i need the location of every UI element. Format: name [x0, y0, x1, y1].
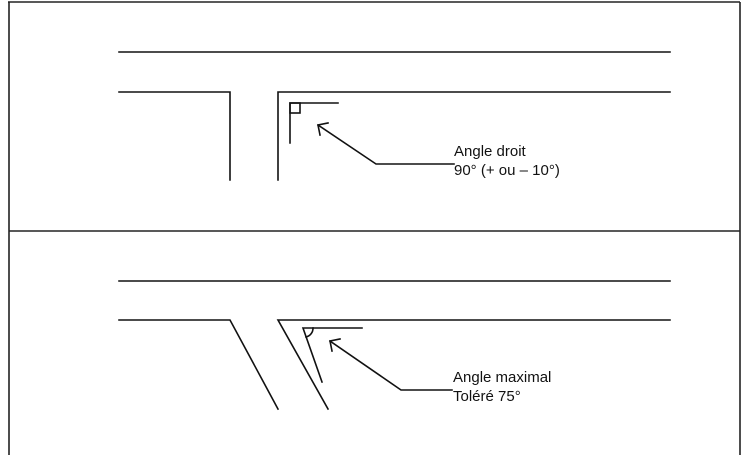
right-angle-marker: [289, 102, 301, 114]
diagram-frame: [8, 1, 741, 455]
angle-label-title: Angle droit: [454, 143, 527, 160]
callout-arrowhead: [317, 122, 329, 136]
angle-arc-lines: [301, 327, 363, 384]
angle-label-title: Angle maximal: [453, 369, 551, 386]
side-road-left-edge: [118, 91, 231, 181]
callout-leader-line: [328, 339, 453, 391]
panel-maximal-angle: Angle maximal Toléré 75°: [118, 280, 671, 411]
side-road-left-edge: [118, 319, 280, 411]
panel-right-angle: Angle droit 90° (+ ou – 10°): [118, 51, 671, 181]
side-road-right-edge: [276, 319, 671, 411]
callout-leader-line: [316, 123, 455, 165]
callout-arrowhead: [329, 338, 341, 352]
angle-arc-marker: [305, 327, 314, 338]
angle-label-tolerance: 90° (+ ou – 10°): [454, 162, 560, 179]
angle-arc-lines: [289, 102, 339, 144]
angle-label-tolerance: Toléré 75°: [453, 388, 521, 405]
side-road-right-edge: [277, 91, 671, 181]
